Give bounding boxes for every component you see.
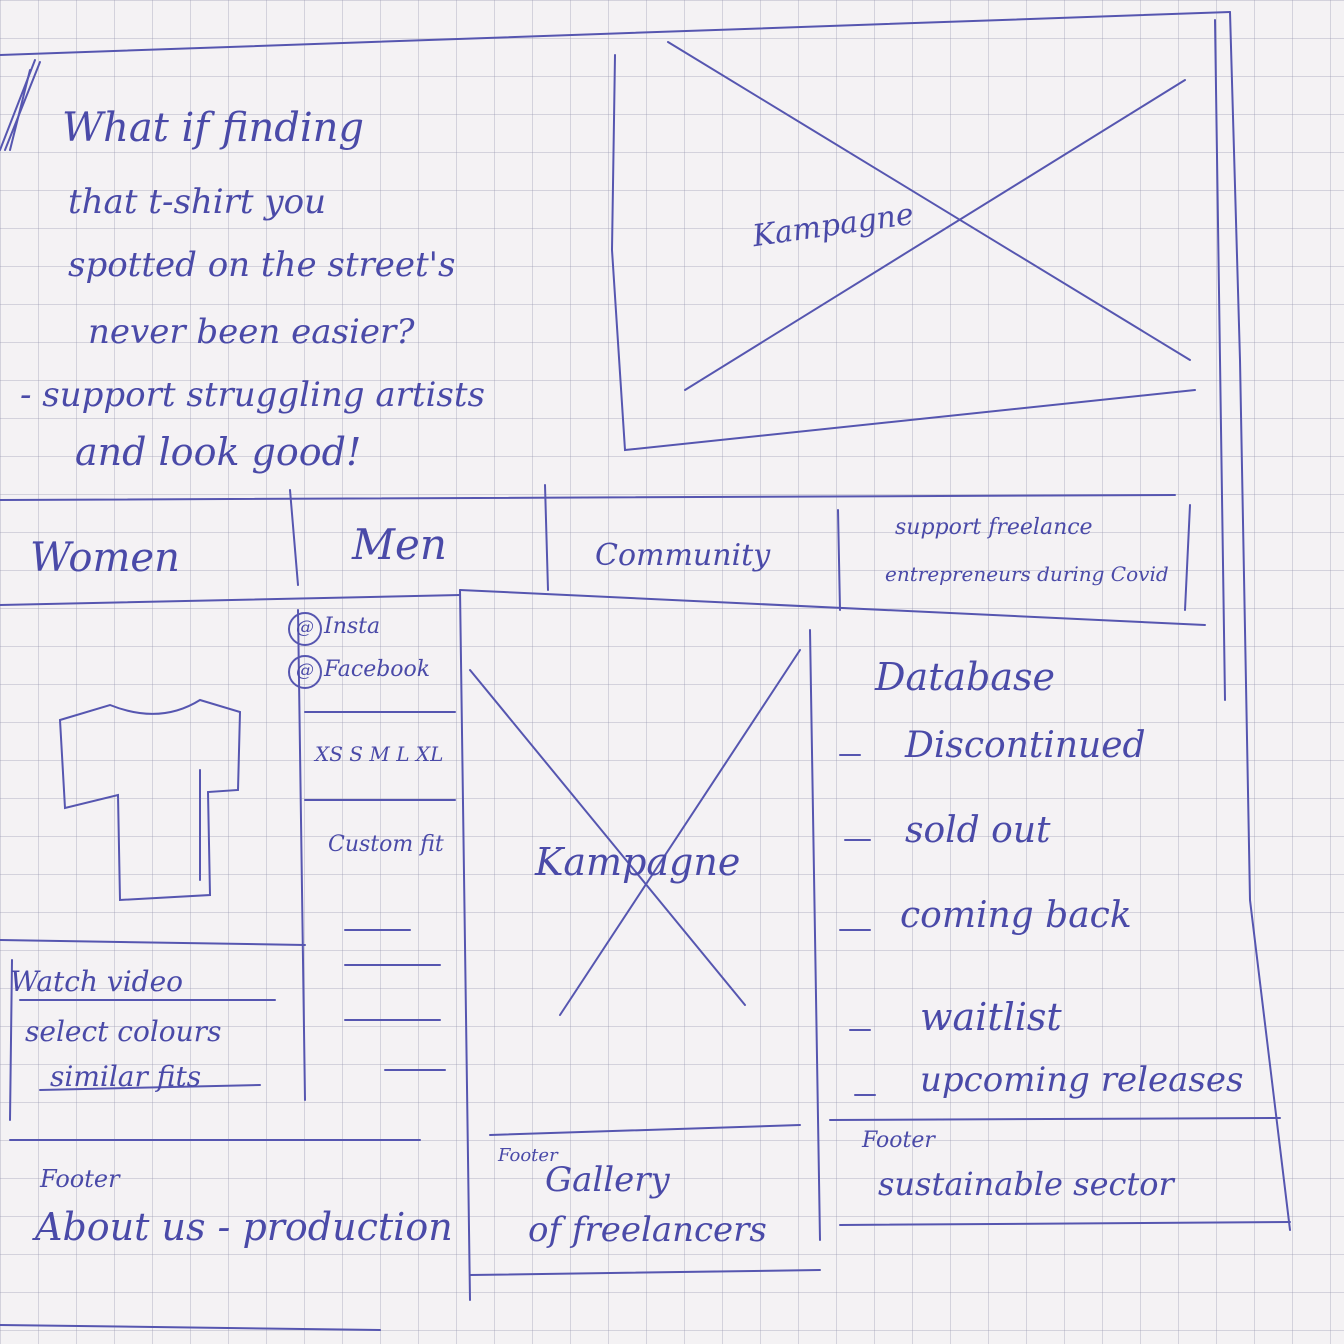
select-colours-link[interactable]: select colours <box>25 1015 222 1048</box>
watch-video-link[interactable]: Watch video <box>10 965 184 998</box>
center-campaign-label: Kampagne <box>535 840 741 884</box>
nav-item-women[interactable]: Women <box>30 535 180 581</box>
right-footer-label: Footer <box>862 1128 935 1153</box>
center-footer-label: Footer <box>498 1145 558 1166</box>
nav-tagline-line2: entrepreneurs during Covid <box>885 562 1169 586</box>
hero-line-3: spotted on the street's <box>68 245 456 285</box>
similar-fits-link[interactable]: similar fits <box>50 1060 202 1093</box>
hero-line-6: and look good! <box>75 430 362 474</box>
hero-campaign-label: Kampagne <box>750 196 916 255</box>
hero-line-1: What if finding <box>62 105 365 151</box>
gallery-link-line2[interactable]: of freelancers <box>528 1210 767 1250</box>
at-icon: @ <box>288 655 322 689</box>
gallery-link-line1[interactable]: Gallery <box>545 1160 670 1200</box>
about-us-link[interactable]: About us - production <box>35 1205 453 1249</box>
instagram-label: Insta <box>324 614 381 639</box>
database-item-discontinued[interactable]: Discontinued <box>905 725 1146 766</box>
size-selector[interactable]: XS S M L XL <box>315 742 444 766</box>
hero-line-5: - support struggling artists <box>20 375 485 415</box>
database-item-sold-out[interactable]: sold out <box>905 810 1051 851</box>
facebook-label: Facebook <box>324 657 431 682</box>
hero-line-2: that t-shirt you <box>68 182 326 222</box>
database-title: Database <box>875 655 1056 699</box>
database-item-coming-back[interactable]: coming back <box>900 895 1132 936</box>
nav-item-men[interactable]: Men <box>352 520 447 569</box>
nav-item-community[interactable]: Community <box>595 538 771 573</box>
nav-tagline-line1: support freelance <box>895 515 1093 540</box>
facebook-link[interactable]: @Facebook <box>288 655 430 689</box>
database-item-upcoming-releases[interactable]: upcoming releases <box>920 1060 1244 1100</box>
left-footer-label: Footer <box>40 1165 120 1193</box>
sustainable-sector-link[interactable]: sustainable sector <box>878 1165 1174 1203</box>
instagram-link[interactable]: @Insta <box>288 612 380 646</box>
database-item-waitlist[interactable]: waitlist <box>920 995 1062 1039</box>
tshirt-icon <box>55 700 245 905</box>
hero-line-4: never been easier? <box>88 312 415 352</box>
custom-fit-option[interactable]: Custom fit <box>328 832 444 857</box>
at-icon: @ <box>288 612 322 646</box>
